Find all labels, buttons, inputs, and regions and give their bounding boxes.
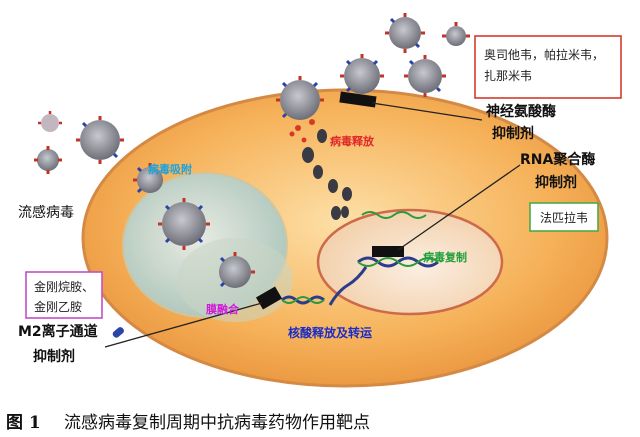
rna-polymerase-inhibitor-bar xyxy=(372,246,404,257)
rna-polymerase-leader-line xyxy=(397,164,521,251)
label-rna-polymerase-inhibitor-line1: RNA聚合酶 xyxy=(520,151,595,168)
rna-strand-transport-1b xyxy=(281,296,325,304)
neuraminidase-drug-names-line1: 奥司他韦，帕拉米韦， xyxy=(484,47,604,62)
virus-left-small-2 xyxy=(34,146,62,174)
neuraminidase-inhibitor-bar xyxy=(339,91,377,108)
neuraminidase-drug-names-line2: 扎那米韦 xyxy=(484,69,532,83)
virus-top-2 xyxy=(442,22,470,46)
caption-text: 流感病毒复制周期中抗病毒药物作用靶点 xyxy=(64,413,370,433)
label-neuraminidase-inhibitor: 神经氨酸酶 抑制剂 xyxy=(486,103,561,142)
budding-particles xyxy=(302,129,352,220)
rna-strand-green xyxy=(361,211,427,219)
label-nucleic-acid-release: 核酸释放及转运 xyxy=(288,325,372,340)
m2-inhibitor-capsule xyxy=(112,327,124,338)
label-rna-polymerase-inhibitor-line2: 抑制剂 xyxy=(535,174,577,191)
virus-in-endosome xyxy=(158,198,210,250)
m2-inhibitor-bar xyxy=(255,286,283,310)
label-membrane-fusion: 膜融合 xyxy=(206,302,240,316)
virus-left-small-1 xyxy=(38,111,62,132)
label-influenza-virus: 流感病毒 xyxy=(18,204,74,221)
virus-attaching xyxy=(133,163,163,194)
rna-strand-transport-2 xyxy=(328,266,368,306)
neuraminidase-drug-box xyxy=(474,35,622,99)
label-rna-polymerase-inhibitor: RNA聚合酶 抑制剂 xyxy=(520,151,600,191)
virus-left-large xyxy=(76,116,124,164)
label-m2-inhibitor-line1: M2离子通道 xyxy=(18,323,98,340)
m2-drug-names-line2: 金刚乙胺 xyxy=(34,299,82,314)
label-virus-adsorption: 病毒吸附 xyxy=(148,162,192,176)
virus-particles xyxy=(34,13,470,288)
label-neuraminidase-inhibitor-line2: 抑制剂 xyxy=(492,125,534,142)
m2-drug-names: 金刚烷胺、 金刚乙胺 xyxy=(34,279,98,314)
label-neuraminidase-inhibitor-line1: 神经氨酸酶 xyxy=(486,103,556,120)
dna-helix-nucleus-2 xyxy=(357,257,439,267)
nucleus xyxy=(316,208,504,316)
virus-top-1 xyxy=(385,13,425,53)
label-m2-inhibitor-line2: 抑制剂 xyxy=(33,348,75,365)
virus-top-3 xyxy=(404,55,446,97)
rna-polymerase-drug-name: 法匹拉韦 xyxy=(540,210,588,225)
caption-number: 图 1 xyxy=(6,413,41,433)
figure-caption: 图 1 流感病毒复制周期中抗病毒药物作用靶点 xyxy=(0,404,640,434)
red-release-particles xyxy=(289,119,315,143)
rna-polymerase-drug-box xyxy=(529,202,599,232)
label-m2-inhibitor: M2离子通道 抑制剂 xyxy=(18,323,103,365)
m2-drug-names-line1: 金刚烷胺、 xyxy=(34,279,94,294)
neuraminidase-leader-line xyxy=(371,102,483,121)
virus-fusing xyxy=(219,252,255,288)
m2-leader-line xyxy=(104,302,263,348)
virus-exiting xyxy=(276,76,324,120)
m2-drug-box xyxy=(25,271,103,319)
label-virus-release: 病毒释放 xyxy=(330,134,375,148)
neuraminidase-drug-names: 奥司他韦，帕拉米韦， 扎那米韦 xyxy=(484,47,608,83)
virus-budding xyxy=(340,54,384,94)
label-virus-replication: 病毒复制 xyxy=(423,250,467,264)
rna-strand-transport-1 xyxy=(281,295,325,305)
